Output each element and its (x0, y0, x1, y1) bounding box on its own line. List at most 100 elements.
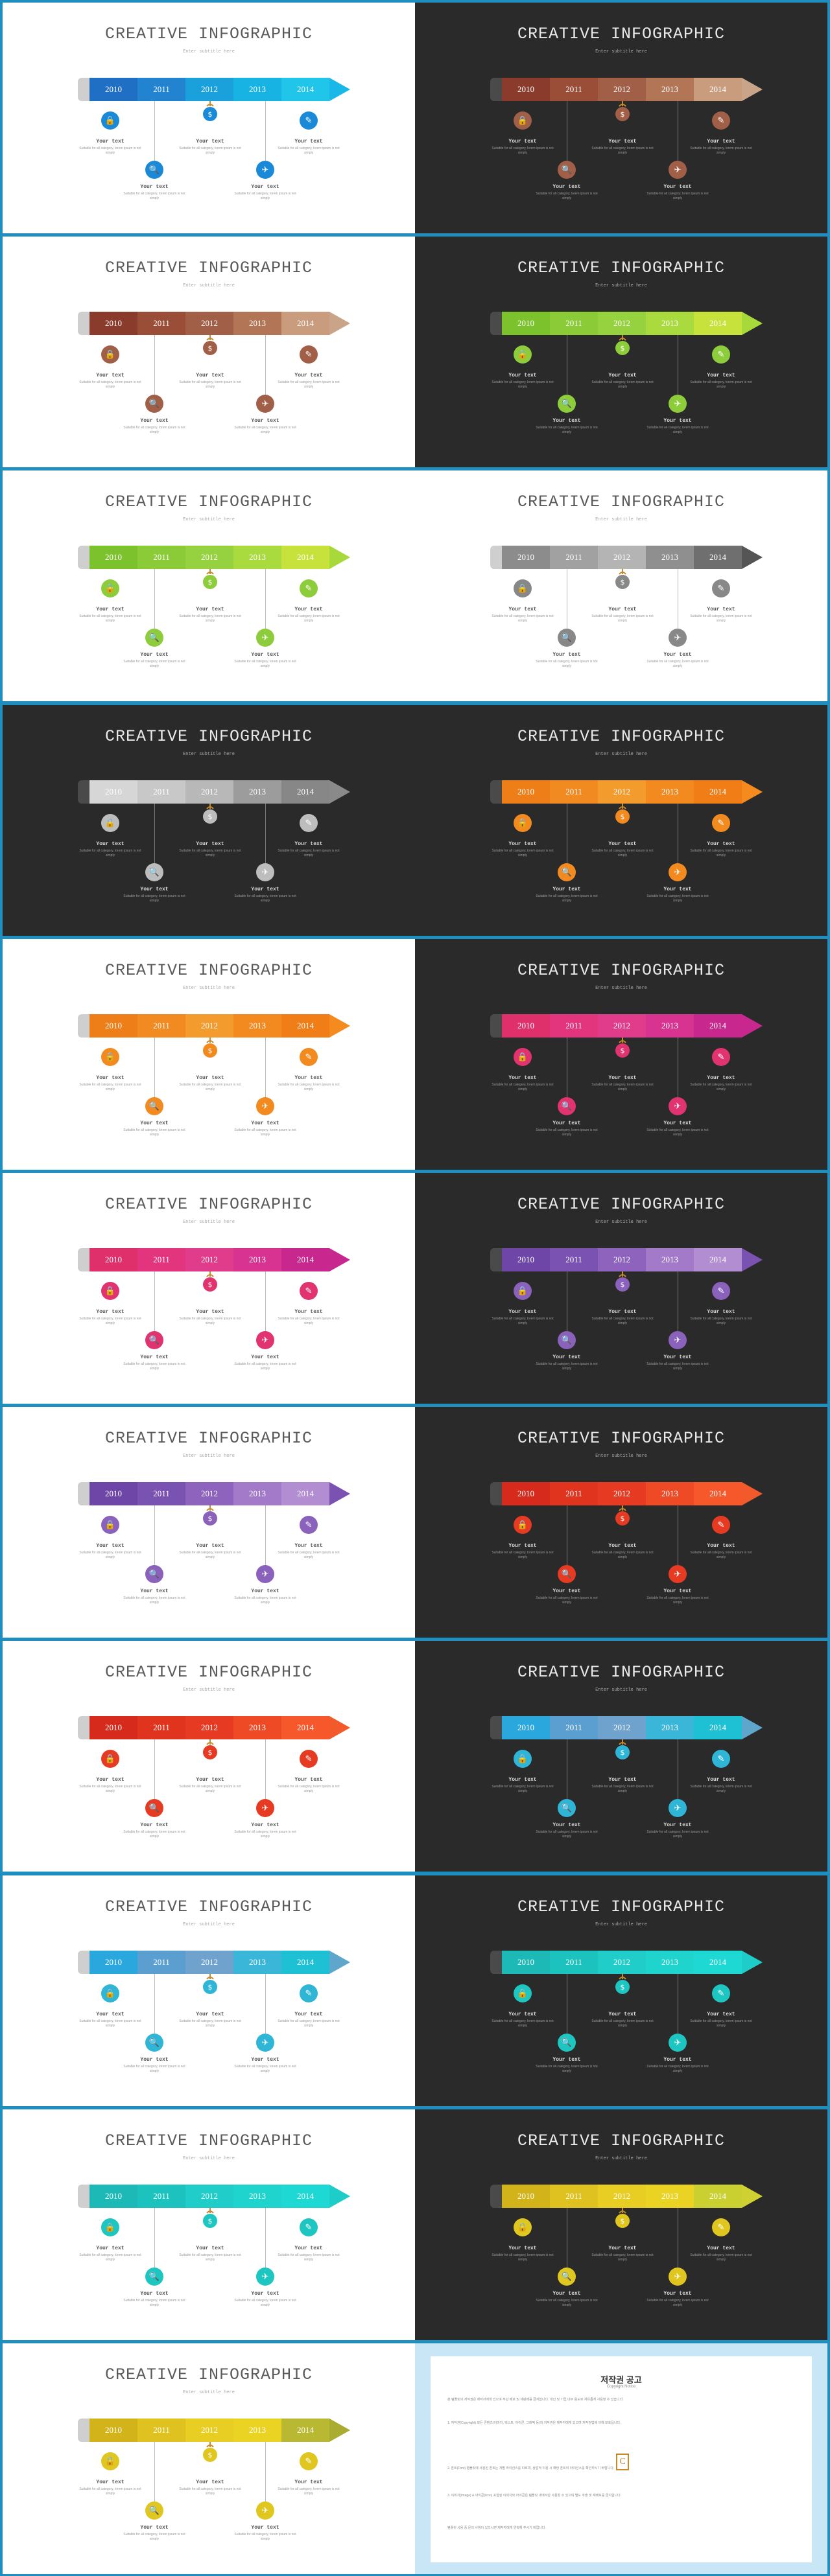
slide-title: CREATIVE INFOGRAPHIC (104, 25, 313, 43)
item-title: Your text (294, 2479, 323, 2485)
item-title: Your text (294, 1543, 323, 1549)
item-title: Your text (608, 2245, 637, 2251)
slide-subtitle: Enter subtitle here (183, 283, 235, 289)
year-segment: 2011 (137, 1482, 185, 1506)
item-title: Your text (663, 2290, 692, 2297)
item-title: Your text (196, 1777, 224, 1783)
coin-icon: $ (202, 335, 218, 357)
svg-text:$: $ (621, 1281, 625, 1289)
lock-icon: 🔒 (514, 1047, 532, 1066)
svg-text:$: $ (621, 1983, 625, 1991)
year-segment: 2012 (598, 1716, 646, 1740)
item-text: Suitable for all category, lorem ipsum i… (690, 614, 752, 623)
item-title: Your text (663, 418, 692, 424)
item-text: Suitable for all category, lorem ipsum i… (591, 1785, 654, 1794)
year-segment: 2012 (598, 1014, 646, 1038)
item-title: Your text (196, 2011, 224, 2017)
year-segment: 2011 (137, 1716, 185, 1740)
svg-text:$: $ (208, 344, 213, 353)
coin-icon: $ (202, 101, 218, 123)
item-text: Suitable for all category, lorem ipsum i… (492, 1317, 554, 1325)
pencil-eraser (78, 546, 89, 570)
connector-line (265, 2207, 266, 2268)
lock-icon: 🔒 (101, 579, 119, 598)
item-title: Your text (96, 2011, 124, 2017)
lock-icon: 🔒 (101, 345, 119, 364)
connector-line (154, 2442, 155, 2501)
pencil-icon: ✎ (712, 1516, 730, 1535)
item-title: Your text (96, 373, 124, 379)
item-title: Your text (707, 1074, 735, 1081)
year-segment: 2014 (281, 1716, 329, 1740)
item-text: Suitable for all category, lorem ipsum i… (79, 1317, 141, 1325)
paper-plane-icon: ✈ (256, 629, 274, 647)
coin-icon: $ (615, 1037, 630, 1060)
item-text: Suitable for all category, lorem ipsum i… (79, 1551, 141, 1560)
pencil-icon: ✎ (300, 1984, 318, 2002)
year-segment: 2012 (598, 1248, 646, 1271)
pencil-icon: ✎ (300, 1750, 318, 1769)
connector-line (265, 803, 266, 863)
item-text: Suitable for all category, lorem ipsum i… (690, 2253, 752, 2262)
item-title: Your text (96, 2479, 124, 2485)
slide-subtitle: Enter subtitle here (183, 1688, 235, 1693)
item-title: Your text (552, 1822, 581, 1829)
pencil-icon: ✎ (300, 345, 318, 364)
item-title: Your text (251, 1588, 279, 1595)
lock-icon: 🔒 (101, 1047, 119, 1066)
coin-icon: $ (615, 1739, 630, 1761)
item-text: Suitable for all category, lorem ipsum i… (123, 1362, 185, 1371)
coin-icon: $ (202, 2442, 218, 2464)
year-segment: 2011 (550, 780, 598, 804)
pencil-eraser (490, 312, 502, 336)
item-text: Suitable for all category, lorem ipsum i… (79, 848, 141, 857)
copyright-logo-icon: C (616, 2454, 629, 2470)
search-icon: 🔍 (558, 1331, 576, 1349)
pencil-eraser (490, 2184, 502, 2208)
year-segment: 2014 (281, 312, 329, 336)
pencil-icon: ✎ (712, 1750, 730, 1769)
coin-icon: $ (615, 101, 630, 123)
item-title: Your text (251, 2525, 279, 2531)
year-segment: 2010 (502, 1248, 550, 1271)
item-text: Suitable for all category, lorem ipsum i… (234, 2064, 296, 2073)
item-text: Suitable for all category, lorem ipsum i… (492, 1082, 554, 1091)
lock-icon: 🔒 (514, 1750, 532, 1769)
coin-icon: $ (615, 1271, 630, 1294)
slide-title: CREATIVE INFOGRAPHIC (104, 2365, 313, 2384)
paper-plane-icon: ✈ (256, 2033, 274, 2052)
year-segment: 2011 (137, 1950, 185, 1974)
lock-icon: 🔒 (514, 1516, 532, 1535)
year-segment: 2014 (281, 2184, 329, 2208)
year-segment: 2012 (185, 1014, 233, 1038)
item-title: Your text (707, 1543, 735, 1549)
item-text: Suitable for all category, lorem ipsum i… (690, 1785, 752, 1794)
year-segment: 2013 (646, 1716, 694, 1740)
search-icon: 🔍 (558, 395, 576, 413)
